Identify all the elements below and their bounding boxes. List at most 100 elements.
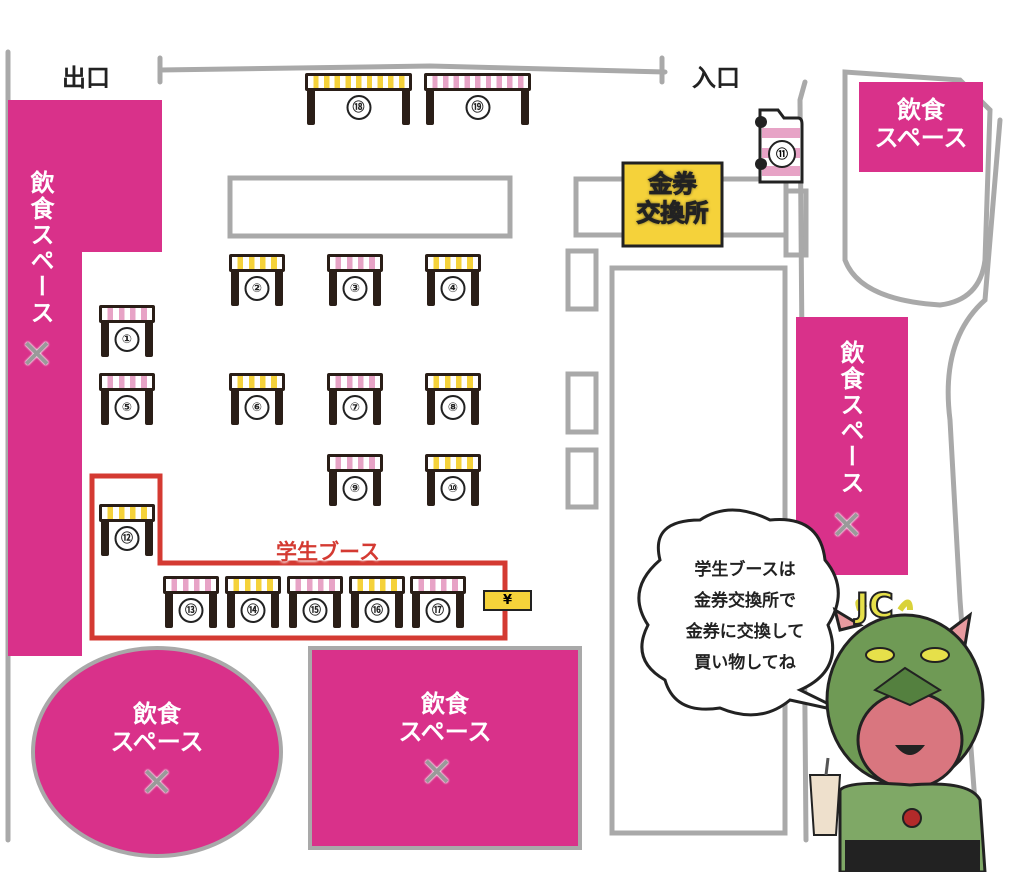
booth-awning [410, 576, 466, 594]
booth-awning [349, 576, 405, 594]
booth[interactable]: ⑩ [425, 454, 481, 506]
booth-number: ⑫ [114, 526, 140, 551]
booth-awning [163, 576, 219, 594]
exchange-booth-box [621, 161, 724, 248]
booth-leg [231, 389, 239, 425]
dining-label-right[interactable]: 飲食スペース [836, 340, 864, 496]
dining-label-bottom-center[interactable]: 飲食 スペース [398, 690, 492, 746]
booth-leg [329, 389, 337, 425]
booth-number: ⑨ [342, 476, 368, 501]
booth-leg [427, 270, 435, 306]
booth-leg [165, 592, 173, 628]
speech-line: 金券に交換して [685, 622, 805, 642]
booth-number: ③ [342, 276, 368, 301]
booth-number: ⑲ [465, 95, 490, 120]
booth-number: ⑥ [244, 395, 270, 420]
cutlery-icon: ✕ [140, 760, 174, 806]
dining-area-bottom-left [31, 646, 283, 858]
booth-awning [99, 373, 155, 391]
booth-number: ⑮ [302, 598, 328, 623]
booth[interactable]: ⑨ [327, 454, 383, 506]
booth-awning [305, 73, 412, 91]
booth-number: ④ [440, 276, 466, 301]
booth-leg [145, 520, 153, 556]
booth-awning [225, 576, 281, 594]
booth-awning [327, 454, 383, 472]
dining-area-top-right [859, 82, 983, 172]
exit-label: 出口 [62, 64, 110, 92]
dining-label-left[interactable]: 飲食スペース [26, 170, 54, 326]
booth[interactable]: ⑮ [287, 576, 343, 628]
food-truck-number[interactable]: ⑪ [768, 140, 796, 168]
booth-awning [327, 373, 383, 391]
pillar [565, 371, 599, 435]
booth-awning [99, 504, 155, 522]
booth-leg [209, 592, 217, 628]
booth[interactable]: ⑬ [163, 576, 219, 628]
booth-leg [333, 592, 341, 628]
booth[interactable]: ⑱ [305, 73, 412, 125]
booth-awning [425, 454, 481, 472]
booth-number: ⑭ [240, 598, 266, 623]
cutlery-icon: ✕ [830, 503, 864, 549]
pillar [565, 248, 599, 312]
booth-leg [351, 592, 359, 628]
booth-leg [145, 389, 153, 425]
booth-leg [227, 592, 235, 628]
booth[interactable]: ② [229, 254, 285, 306]
booth-leg [101, 520, 109, 556]
booth-awning [424, 73, 531, 91]
entrance-path-line [157, 55, 668, 85]
ticket-exchange-label: 金券 交換所 [636, 170, 709, 228]
booth-awning [99, 305, 155, 323]
booth-awning [327, 254, 383, 272]
booth-leg [101, 321, 109, 357]
booth[interactable]: ① [99, 305, 155, 357]
dining-area-left [8, 100, 162, 656]
booth[interactable]: ⑦ [327, 373, 383, 425]
booth-leg [101, 389, 109, 425]
booth-leg [395, 592, 403, 628]
speech-line: 買い物してね [694, 653, 796, 673]
mascot [808, 599, 987, 872]
entrance-label: 入口 [692, 64, 740, 92]
dining-label-bottom-left[interactable]: 飲食 スペース [110, 700, 204, 756]
student-booth-outline [89, 473, 508, 641]
cutlery-icon: ✕ [420, 750, 454, 796]
booth-number: ⑯ [364, 598, 390, 623]
booth-leg [373, 470, 381, 506]
booth[interactable]: ⑰ [410, 576, 466, 628]
booth[interactable]: ⑤ [99, 373, 155, 425]
booth-awning [229, 373, 285, 391]
booth-leg [471, 270, 479, 306]
booth-leg [373, 270, 381, 306]
mascot-badge: JC [855, 585, 895, 627]
dining-label-top-right[interactable]: 飲食 スペース [874, 96, 968, 152]
booth-leg [373, 389, 381, 425]
yen-label: ¥ [502, 593, 513, 608]
booth-leg [145, 321, 153, 357]
booth[interactable]: ⑲ [424, 73, 531, 125]
pillar [783, 188, 809, 258]
booth[interactable]: ④ [425, 254, 481, 306]
booth[interactable]: ③ [327, 254, 383, 306]
booth-leg [456, 592, 464, 628]
booth[interactable]: ⑭ [225, 576, 281, 628]
booth-awning [229, 254, 285, 272]
booth-number: ② [244, 276, 270, 301]
booth-leg [289, 592, 297, 628]
booth[interactable]: ⑫ [99, 504, 155, 556]
speech-line: 学生ブースは [694, 560, 796, 580]
booth[interactable]: ⑥ [229, 373, 285, 425]
booth-leg [329, 270, 337, 306]
booth-leg [271, 592, 279, 628]
booth[interactable]: ⑯ [349, 576, 405, 628]
booth[interactable]: ⑧ [425, 373, 481, 425]
booth-leg [412, 592, 420, 628]
booth-awning [425, 254, 481, 272]
yen-cash-box [483, 590, 532, 611]
speech-bubble-text: 学生ブースは 金券交換所で 金券に交換して 買い物してね [655, 555, 835, 679]
booth-leg [275, 389, 283, 425]
booth-leg [471, 470, 479, 506]
